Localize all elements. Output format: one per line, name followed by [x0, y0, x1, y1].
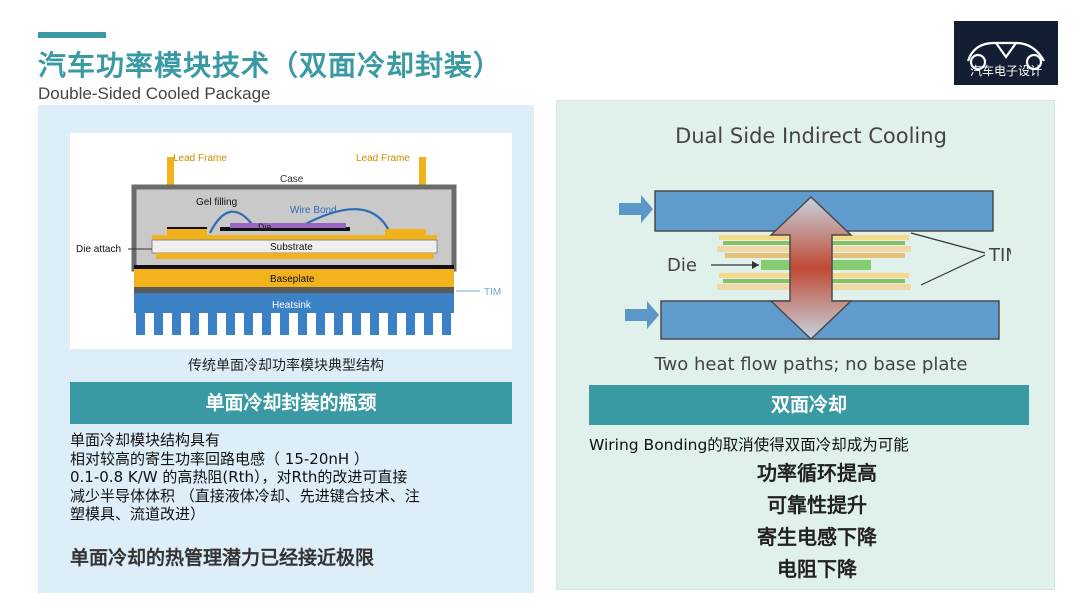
benefit-item: 电阻下降: [777, 557, 857, 581]
dual-side-cooling-panel: Dual Side Indirect Cooling Die: [556, 100, 1055, 590]
left-body-line: 塑模具、流道改进）: [70, 505, 206, 523]
single-side-bottleneck-heading: 单面冷却封装的瓶颈: [70, 382, 512, 424]
car-logo-icon: [966, 41, 1045, 71]
single-side-structure-diagram: Lead Frame Lead Frame Case Gel filling W…: [70, 133, 512, 349]
benefit-item: 功率循环提高: [757, 461, 877, 485]
tim-label: TIM: [484, 287, 501, 298]
dual-diagram-caption: Two heat flow paths; no base plate: [653, 354, 967, 375]
die-attach-label: Die attach: [76, 244, 121, 255]
page-subtitle: Double-Sided Cooled Package: [38, 84, 271, 103]
title-accent-bar: [38, 32, 106, 38]
single-side-cooling-panel: Lead Frame Lead Frame Case Gel filling W…: [38, 105, 534, 593]
logo-text: 汽车电子设计: [969, 64, 1042, 78]
coolant-inlet-top-icon: [619, 195, 653, 223]
die-callout-label: Die: [667, 255, 697, 276]
module-cross-section-svg: Lead Frame Lead Frame Case Gel filling W…: [76, 153, 501, 335]
lead-frame-left-label: Lead Frame: [173, 153, 227, 164]
heat-flow-arrow-icon: [769, 195, 853, 341]
lead-frame-right-label: Lead Frame: [356, 153, 410, 164]
tim-callout-label: TIM: [988, 245, 1011, 266]
left-body-text: 单面冷却模块结构具有 相对较高的寄生功率回路电感（ 15-20nH ） 0.1-…: [70, 431, 510, 524]
left-conclusion: 单面冷却的热管理潜力已经接近极限: [70, 547, 375, 569]
benefit-list: 功率循环提高 可靠性提升 寄生电感下降 电阻下降: [589, 457, 1045, 585]
baseplate-label: Baseplate: [270, 274, 315, 285]
die-label: Die: [258, 222, 272, 232]
left-diagram-caption: 传统单面冷却功率模块典型结构: [188, 358, 384, 374]
heatsink-label: Heatsink: [272, 300, 312, 311]
benefit-item: 可靠性提升: [767, 493, 867, 517]
coolant-inlet-bottom-icon: [625, 301, 659, 329]
dual-diagram-title: Dual Side Indirect Cooling: [675, 124, 947, 148]
dual-side-cooling-heading: 双面冷却: [589, 385, 1029, 425]
benefit-item: 寄生电感下降: [757, 525, 877, 549]
substrate-label: Substrate: [270, 242, 313, 253]
brand-logo: 汽车电子设计: [954, 21, 1058, 85]
case-label: Case: [280, 174, 304, 185]
page-title: 汽车功率模块技术（双面冷却封装）: [38, 49, 503, 82]
gel-filling-label: Gel filling: [196, 197, 237, 208]
wire-bond-label: Wire Bond: [290, 205, 337, 216]
left-body-line: 减少半导体体积 （直接液体冷却、先进键合技术、注: [70, 486, 420, 505]
dual-cooling-svg: Dual Side Indirect Cooling Die: [619, 124, 1021, 375]
dual-side-cooling-diagram: Dual Side Indirect Cooling Die: [611, 113, 1021, 383]
left-body-line: 单面冷却模块结构具有: [70, 431, 221, 449]
left-body-line: 相对较高的寄生功率回路电感（ 15-20nH ）: [70, 449, 369, 468]
left-body-line: 0.1-0.8 K/W 的高热阻(Rth），对Rth的改进可直接: [70, 468, 408, 486]
right-intro-sentence: Wiring Bonding的取消使得双面冷却成为可能: [589, 436, 909, 454]
